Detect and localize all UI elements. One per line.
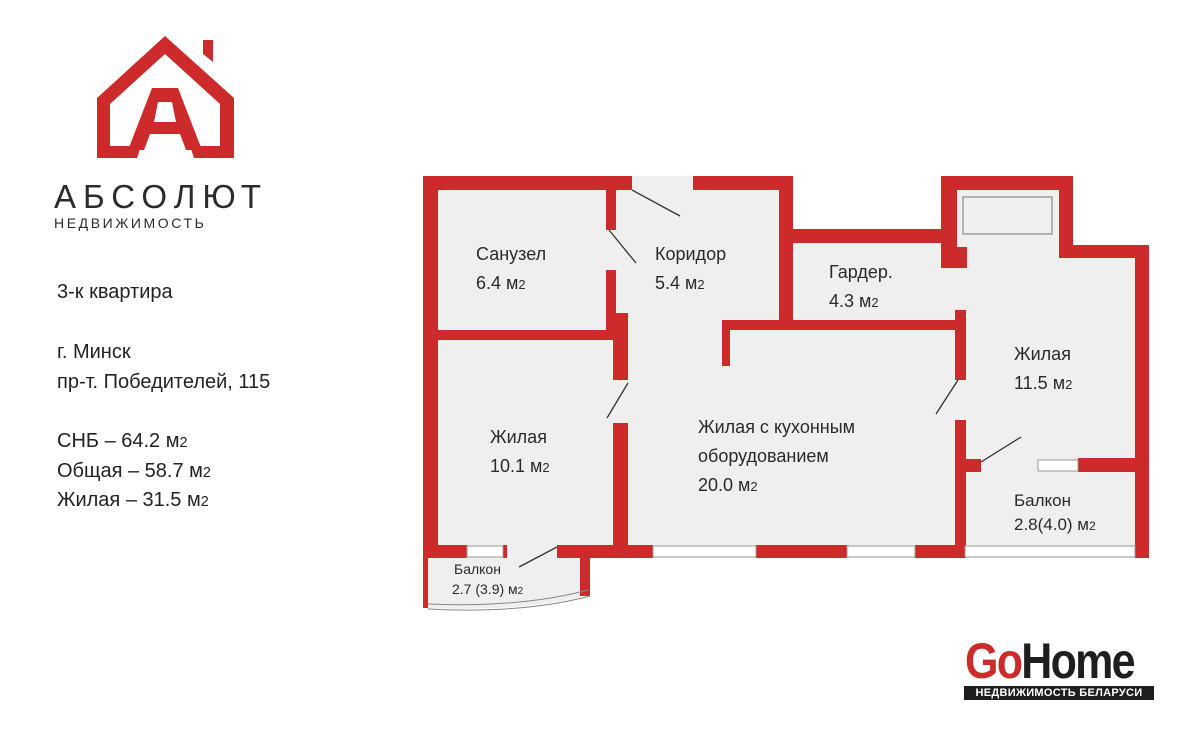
gohome-go: Go (965, 633, 1023, 689)
room-balcony-right-label: Балкон 2.8(4.0) м2 (1014, 489, 1096, 538)
room-name: Жилая (1014, 344, 1071, 364)
apartment-type: 3-к квартира (57, 281, 173, 303)
room-living-left-label: Жилая 10.1 м2 (490, 423, 550, 482)
absolut-logo-icon (97, 36, 234, 158)
snb-area-unit: 2 (179, 435, 188, 451)
room-area: 5.4 м2 (655, 273, 705, 293)
room-area: 2.8(4.0) м2 (1014, 515, 1096, 534)
living-area: Жилая – 31.5 м2 (57, 485, 209, 517)
room-name: Жилая с кухонным (698, 417, 856, 437)
room-bathroom-label: Санузел 6.4 м2 (476, 240, 546, 299)
living-area-text: Жилая – 31.5 м (57, 489, 201, 511)
room-balcony-left-label: Балкон 2.7 (3.9) м2 (452, 559, 523, 602)
room-kitchen-living-label: Жилая с кухонным оборудованием 20.0 м2 (698, 413, 855, 501)
city: г. Минск (57, 341, 131, 363)
logo-brand-name: АБСОЛЮТ (54, 178, 268, 215)
gohome-logo: GoHome (965, 632, 1136, 690)
room-name: Гардер. (829, 262, 893, 282)
total-area-unit: 2 (202, 465, 211, 481)
gohome-tagline: НЕДВИЖИМОСТЬ БЕЛАРУСИ (964, 686, 1154, 700)
door-swings (518, 189, 1022, 568)
gohome-home: Home (1021, 633, 1135, 689)
room-name: Балкон (1014, 491, 1072, 510)
snb-area: СНБ – 64.2 м2 (57, 426, 188, 458)
room-area: 10.1 м2 (490, 456, 550, 476)
total-area-text: Общая – 58.7 м (57, 460, 203, 482)
room-area: 2.7 (3.9) м2 (452, 581, 524, 597)
windows (427, 196, 1136, 611)
room-wardrobe-label: Гардер. 4.3 м2 (829, 258, 893, 317)
room-name: Санузел (476, 244, 547, 264)
walls (423, 176, 1149, 608)
living-area-unit: 2 (200, 494, 209, 510)
room-area: 6.4 м2 (476, 273, 526, 293)
room-name: Балкон (454, 561, 501, 577)
room-area: 11.5 м2 (1014, 373, 1073, 393)
logo-brand-subtitle: НЕДВИЖИМОСТЬ (54, 215, 207, 231)
room-area: 20.0 м2 (698, 475, 758, 495)
address: пр-т. Победителей, 115 (57, 371, 271, 393)
total-area: Общая – 58.7 м2 (57, 456, 211, 488)
room-name: Коридор (655, 244, 727, 264)
room-living-right-label: Жилая 11.5 м2 (1014, 340, 1072, 399)
snb-area-text: СНБ – 64.2 м (57, 430, 180, 452)
room-area: 4.3 м2 (829, 291, 879, 311)
room-name: Жилая (490, 427, 547, 447)
room-name-line2: оборудованием (698, 446, 829, 466)
room-corridor-label: Коридор 5.4 м2 (655, 240, 726, 299)
